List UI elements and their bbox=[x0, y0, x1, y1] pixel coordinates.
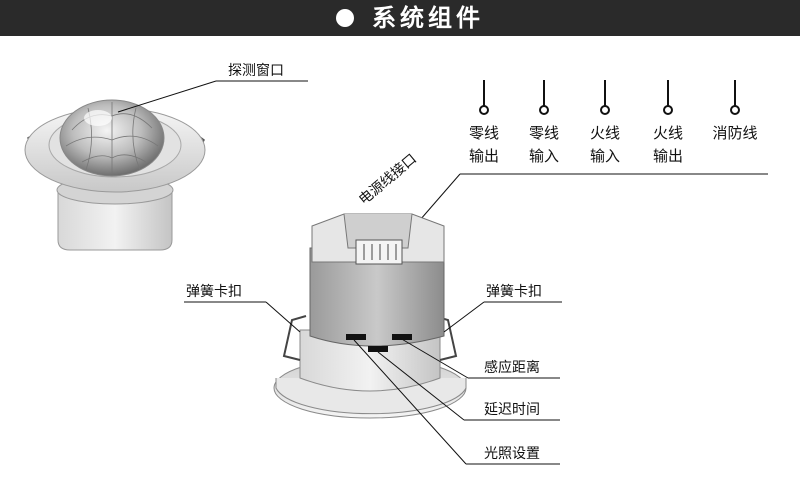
sensor-front-view bbox=[24, 99, 206, 251]
delay-time-label: 延迟时间 bbox=[484, 402, 540, 418]
leader-line bbox=[265, 301, 301, 333]
leader-line bbox=[443, 301, 485, 333]
bullet-icon bbox=[336, 9, 354, 27]
spring-clip-right-label: 弹簧卡扣 bbox=[486, 284, 542, 300]
terminal-label: 零线 输出 bbox=[468, 124, 499, 165]
leader-line bbox=[399, 337, 469, 379]
detection-window-label: 探测窗口 bbox=[228, 63, 284, 79]
sensor-back-view bbox=[273, 213, 467, 419]
terminal-label: 火线 输出 bbox=[652, 124, 683, 165]
spring-clip-left-label: 弹簧卡扣 bbox=[186, 284, 242, 300]
header-bar: 系统组件 bbox=[0, 0, 800, 36]
terminal-label: 消防线 bbox=[712, 124, 758, 142]
light-setting-label: 光照设置 bbox=[484, 446, 540, 462]
leader-line bbox=[117, 80, 217, 113]
terminal-label: 零线 输入 bbox=[528, 124, 559, 165]
terminal-pins bbox=[479, 80, 740, 115]
terminal-label: 火线 输入 bbox=[589, 124, 620, 165]
leader-line bbox=[353, 339, 467, 465]
sensing-distance-label: 感应距离 bbox=[484, 360, 540, 376]
section-title: 系统组件 bbox=[372, 4, 484, 32]
leader-line bbox=[377, 351, 465, 421]
